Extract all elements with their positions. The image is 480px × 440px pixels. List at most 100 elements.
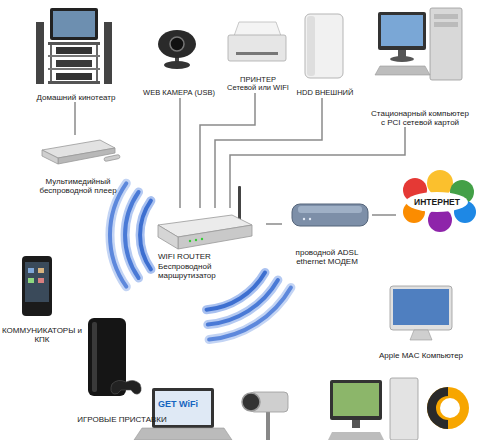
webcam-body [158,30,196,58]
desktop-computer [375,8,462,80]
network-cable [372,214,396,216]
monitor-stand [352,420,360,428]
desktop-computer [328,378,418,440]
device-node: ПРИНТЕРСетевой или WIFI [222,18,294,93]
printer-body [228,35,286,61]
webcam-base [164,61,190,69]
wave-arc [110,183,126,286]
network-cable [179,98,181,208]
router-led [189,240,191,242]
device-label: ПРИНТЕР [240,76,276,85]
device-label: ИГРОВЫЕ ПРИСТАВКИ [77,415,167,424]
rack-post [96,42,98,84]
device-label: Домашний кинотеатр [37,93,116,102]
router-led [201,238,203,240]
device-label: WIFI ROUTER [158,252,211,261]
device-label: Беспроводной маршрутизатор [158,262,266,280]
network-cable [266,223,282,225]
av-device [56,47,92,54]
tv-frame [50,8,98,40]
device-node: Стационарный компьютер с PCI сетевой кар… [368,5,472,127]
wave-arc [209,288,291,340]
monitor [330,380,382,420]
printer [228,22,286,61]
network-cable [200,93,255,208]
keyboard [328,432,384,440]
logo-ring [427,387,469,429]
rack-shelf [48,68,100,70]
paper-slot [236,52,278,55]
keyboard [375,66,430,75]
phone-icon [38,278,44,283]
device-label: Сетевой или WIFI [227,84,289,93]
wifi-waves [110,183,291,339]
wave-glow [110,183,126,286]
modem-led [309,218,311,220]
device-node: ИГРОВЫЕ ПРИСТАВКИ [72,312,172,424]
device-node: ИНТЕРНЕТ [396,175,478,230]
wave-glow [209,288,291,340]
laptop-base [134,428,232,440]
rack-shelf [48,81,100,84]
monitor [378,12,426,50]
smartphone [22,256,52,316]
adsl-modem [292,204,368,226]
phone-icon [28,278,34,283]
wave-arc [140,201,151,270]
tv-screen [53,11,95,37]
webcam [158,30,196,69]
phone-icon [38,268,44,273]
drive-bay [434,14,458,19]
phone-icon [28,268,34,273]
router-led [195,239,197,241]
rack-shelf [48,55,100,57]
pc-tower [430,8,462,80]
router-front [178,225,252,249]
av-device [56,73,92,80]
device-label: КОММУНИКАТОРЫ и КПК [2,326,82,344]
device-label: проводной ADSL ethernet МОДЕМ [282,248,372,266]
device-label: Стационарный компьютер с PCI сетевой кар… [368,109,472,127]
monitor-base [390,56,414,62]
phone-body [22,256,52,316]
player-side [42,150,58,164]
mac-stand [410,330,432,340]
monitor-screen [381,15,423,46]
camera-lens [242,393,260,411]
monitor-screen [333,383,379,416]
apple-mac [390,286,452,340]
laptop [134,388,232,440]
remote [104,154,120,161]
player-front [58,148,115,164]
wave-arc [125,192,139,278]
hdd-case [305,14,343,78]
webcam-lens [170,37,184,51]
device-node: Apple MAC Компьютер [375,282,467,360]
device-label: Apple MAC Компьютер [379,351,463,360]
ip-camera [242,392,288,440]
modem-body [292,204,368,226]
device-node: КОММУНИКАТОРЫ и КПК [2,252,82,344]
paper-tray [234,22,281,36]
mac-screen [393,289,449,325]
game-console [88,318,141,396]
wave-glow [140,201,151,270]
console-highlight [92,322,97,392]
pc-tower [390,378,418,440]
device-label: ИНТЕРНЕТ [414,198,460,208]
device-node: WEB КАМЕРА (USB) [140,22,218,98]
cloud-center [406,192,468,212]
home-theater [36,8,112,84]
wifi-router [158,186,252,249]
camera-stand [266,410,270,440]
modem-highlight [298,206,362,213]
gamepad [111,380,141,394]
device-node: WIFI ROUTERБеспроводной маршрутизатор [150,208,266,280]
device-node: проводной ADSL ethernet МОДЕМ [282,198,372,266]
router-antenna [238,186,241,220]
network-cable [74,102,76,135]
device-label: HDD ВНЕШНИЙ [297,89,354,98]
external-hdd [305,14,343,78]
